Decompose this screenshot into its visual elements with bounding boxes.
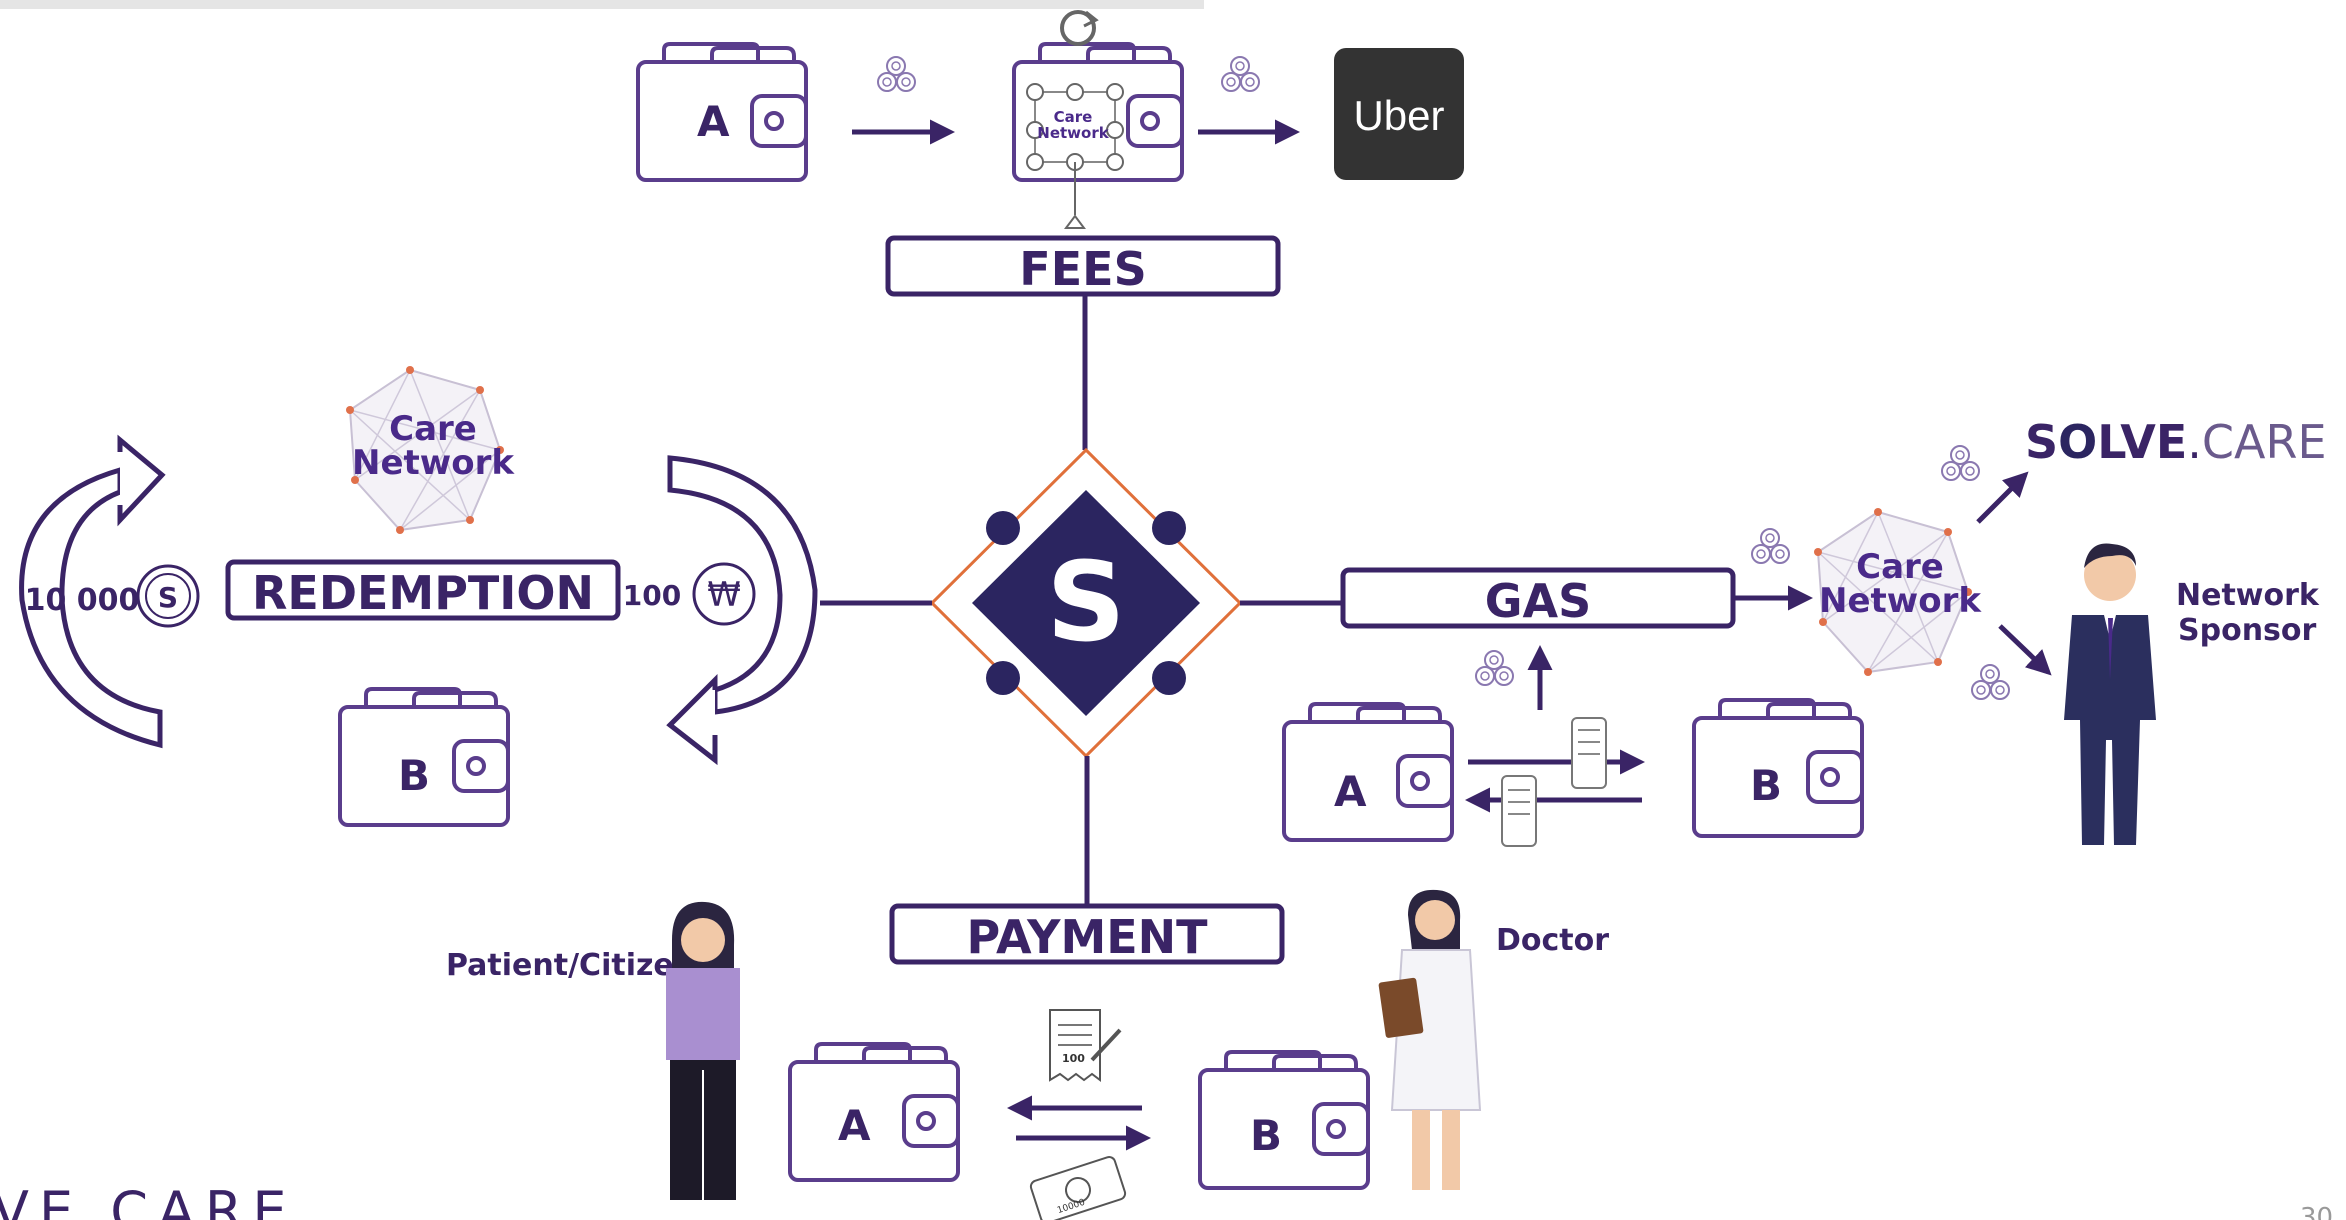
redemption-cycle-arrow-right [666,455,818,766]
payment-card-icon: 10000 [1029,1156,1127,1220]
arrow-to-solvecare [1976,471,2029,524]
receipt-icon: 100 [1049,1009,1122,1082]
solve-token-glyph: S [158,581,178,614]
page-number: 30 [2300,1203,2333,1220]
network-sponsor-figure [2064,543,2156,845]
redemption-box: REDEMPTION [225,559,621,621]
footer-brand: VE.CARE [0,1180,297,1220]
svg-text:SOLVE.CARE: SOLVE.CARE [2025,415,2327,469]
top-wallet-network: Care Network [1012,10,1184,229]
doctor-label: Doctor [1496,923,1609,958]
redemption-wallet-b-label: B [398,751,430,800]
sponsor-label-line1: Network [2176,578,2320,613]
arrow-to-sponsor [1998,624,2052,676]
payment-wallet-a: A [788,1042,960,1182]
brand-dot: . [2187,415,2202,469]
gas-network-line2: Network [1819,581,1982,621]
center-logo-glyph: S [1046,538,1125,666]
payment-wallet-a-label: A [838,1101,871,1150]
gas-wallet-a-label: A [1334,767,1367,816]
brand-lve: LVE [2097,415,2187,469]
redemption-network-line2: Network [352,443,515,483]
gas-box: GAS [1340,567,1736,629]
brand-s: S [2025,415,2058,469]
phone-icon [1501,775,1537,847]
top-network-line2: Network [1037,124,1109,142]
payment-wallet-b-label: B [1250,1111,1282,1160]
coins-icon [1971,664,2010,700]
patient-figure [666,901,740,1200]
sponsor-label-line2: Sponsor [2178,613,2317,648]
redemption-label: REDEMPTION [252,566,594,620]
uber-logo: Uber [1334,48,1464,180]
won-glyph: ₩ [707,575,741,615]
gas-network-line1: Care [1856,547,1944,587]
coins-icon [1941,445,1980,481]
uber-text: Uber [1353,92,1444,139]
gas-network-icon: Care Network [1813,507,1982,677]
won-currency-icon: ₩ [692,562,756,626]
payment-wallet-b: B [1198,1050,1370,1190]
top-progress-bar [0,0,1204,9]
gas-wallet-a: A [1282,702,1454,842]
coins-icon [1475,650,1514,686]
redemption-cycle-arrow-left [19,434,166,749]
top-wallet-a-label: A [697,97,730,146]
patient-label: Patient/Citizen [446,948,695,983]
redemption-network-icon: Care Network [345,365,515,535]
payment-label: PAYMENT [966,910,1208,964]
doctor-figure [1378,889,1482,1190]
top-wallet-a: A [636,42,808,182]
top-network-line1: Care [1054,108,1093,126]
gas-wallet-b-label: B [1750,761,1782,810]
redemption-wallet-b: B [338,687,510,827]
center-solve-logo: S [929,447,1243,759]
receipt-amount: 100 [1062,1052,1085,1065]
brand-care: CARE [2202,415,2327,469]
gas-wallet-b: B [1692,698,1864,838]
refresh-icon [1060,10,1099,46]
redemption-network-line1: Care [389,409,477,449]
gas-label: GAS [1485,574,1592,628]
coins-icon [1751,528,1790,564]
redemption-left-amount: 10 000 [25,583,140,618]
phone-icon [1571,717,1607,789]
solve-token-icon: S [136,564,200,628]
fees-box: FEES [885,235,1281,297]
payment-box: PAYMENT [889,903,1285,965]
coins-icon [877,56,916,92]
solvecare-brand-logo: SOLVE.CARE [2025,415,2327,469]
coins-icon [1221,56,1260,92]
fees-label: FEES [1019,242,1146,296]
redemption-right-amount: 100 [623,579,681,612]
